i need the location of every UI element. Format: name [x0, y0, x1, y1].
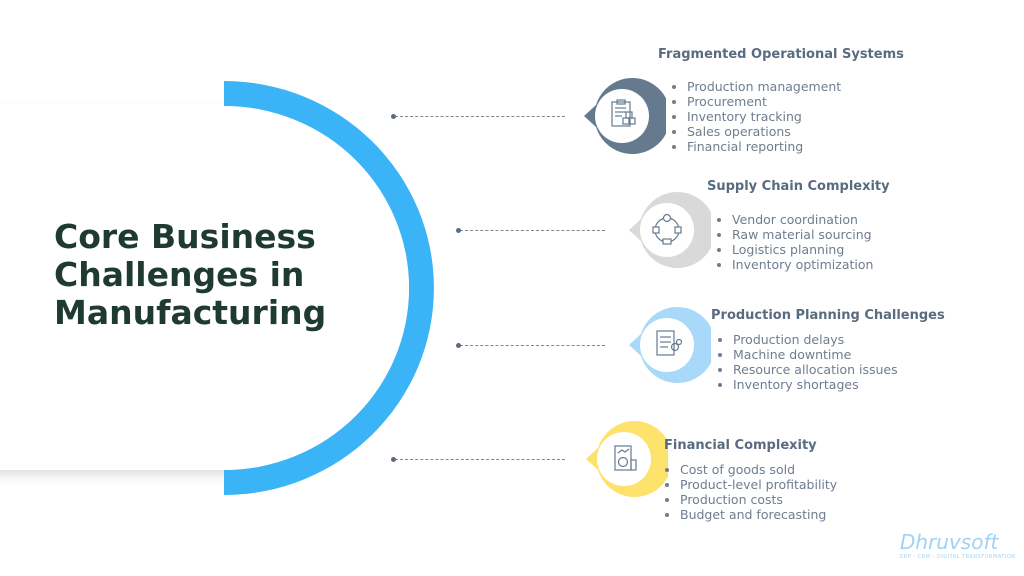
connector-dot [391, 457, 396, 462]
connector-line [460, 345, 605, 346]
title-line: Core Business [54, 217, 316, 256]
node-supply-chain [629, 192, 711, 268]
section-heading: Production Planning Challenges [711, 308, 945, 323]
list-item: Vendor coordination [732, 212, 873, 227]
list-item: Machine downtime [733, 347, 898, 362]
list-item: Inventory shortages [733, 377, 898, 392]
list-item: Inventory optimization [732, 257, 873, 272]
node-fragmented-systems [584, 78, 666, 154]
list-item: Production management [687, 79, 841, 94]
list-item: Production costs [680, 492, 837, 507]
list-item: Procurement [687, 94, 841, 109]
title-panel [0, 104, 240, 470]
section-list: Vendor coordinationRaw material sourcing… [712, 212, 873, 272]
supply-cycle-icon [652, 213, 682, 245]
connector-line [395, 116, 565, 117]
finance-report-icon [614, 445, 637, 471]
list-item: Product-level profitability [680, 477, 837, 492]
connector-line [460, 230, 605, 231]
list-item: Budget and forecasting [680, 507, 837, 522]
dhruvsoft-logo: Dhruvsoft ERP - CRM - DIGITAL TRANSFORMA… [900, 530, 1016, 560]
node-production-planning [629, 307, 711, 383]
section-heading: Supply Chain Complexity [707, 179, 890, 194]
list-item: Logistics planning [732, 242, 873, 257]
connector-dot [456, 343, 461, 348]
list-item: Resource allocation issues [733, 362, 898, 377]
section-list: Production delaysMachine downtimeResourc… [713, 332, 898, 392]
section-heading: Fragmented Operational Systems [658, 47, 904, 62]
logo-tagline: ERP - CRM - DIGITAL TRANSFORMATION [900, 554, 1016, 560]
white-half-disc [224, 106, 409, 470]
section-list: Production managementProcurementInventor… [667, 79, 841, 154]
list-item: Cost of goods sold [680, 462, 837, 477]
blue-arc [224, 81, 434, 495]
section-heading: Financial Complexity [664, 438, 817, 453]
section-list: Cost of goods soldProduct-level profitab… [660, 462, 837, 522]
list-item: Inventory tracking [687, 109, 841, 124]
title-line: Challenges in [54, 255, 305, 294]
connector-line [395, 459, 565, 460]
list-item: Raw material sourcing [732, 227, 873, 242]
checklist-gears-icon [656, 330, 683, 356]
page-title: Core Business Challenges in Manufacturin… [54, 218, 326, 332]
connector-dot [391, 114, 396, 119]
list-item: Sales operations [687, 124, 841, 139]
title-line: Manufacturing [54, 293, 327, 332]
list-item: Production delays [733, 332, 898, 347]
connector-dot [456, 228, 461, 233]
list-item: Financial reporting [687, 139, 841, 154]
clipboard-boxes-icon [611, 99, 636, 127]
node-financial [586, 421, 668, 497]
logo-name: Dhruvsoft [900, 530, 999, 554]
